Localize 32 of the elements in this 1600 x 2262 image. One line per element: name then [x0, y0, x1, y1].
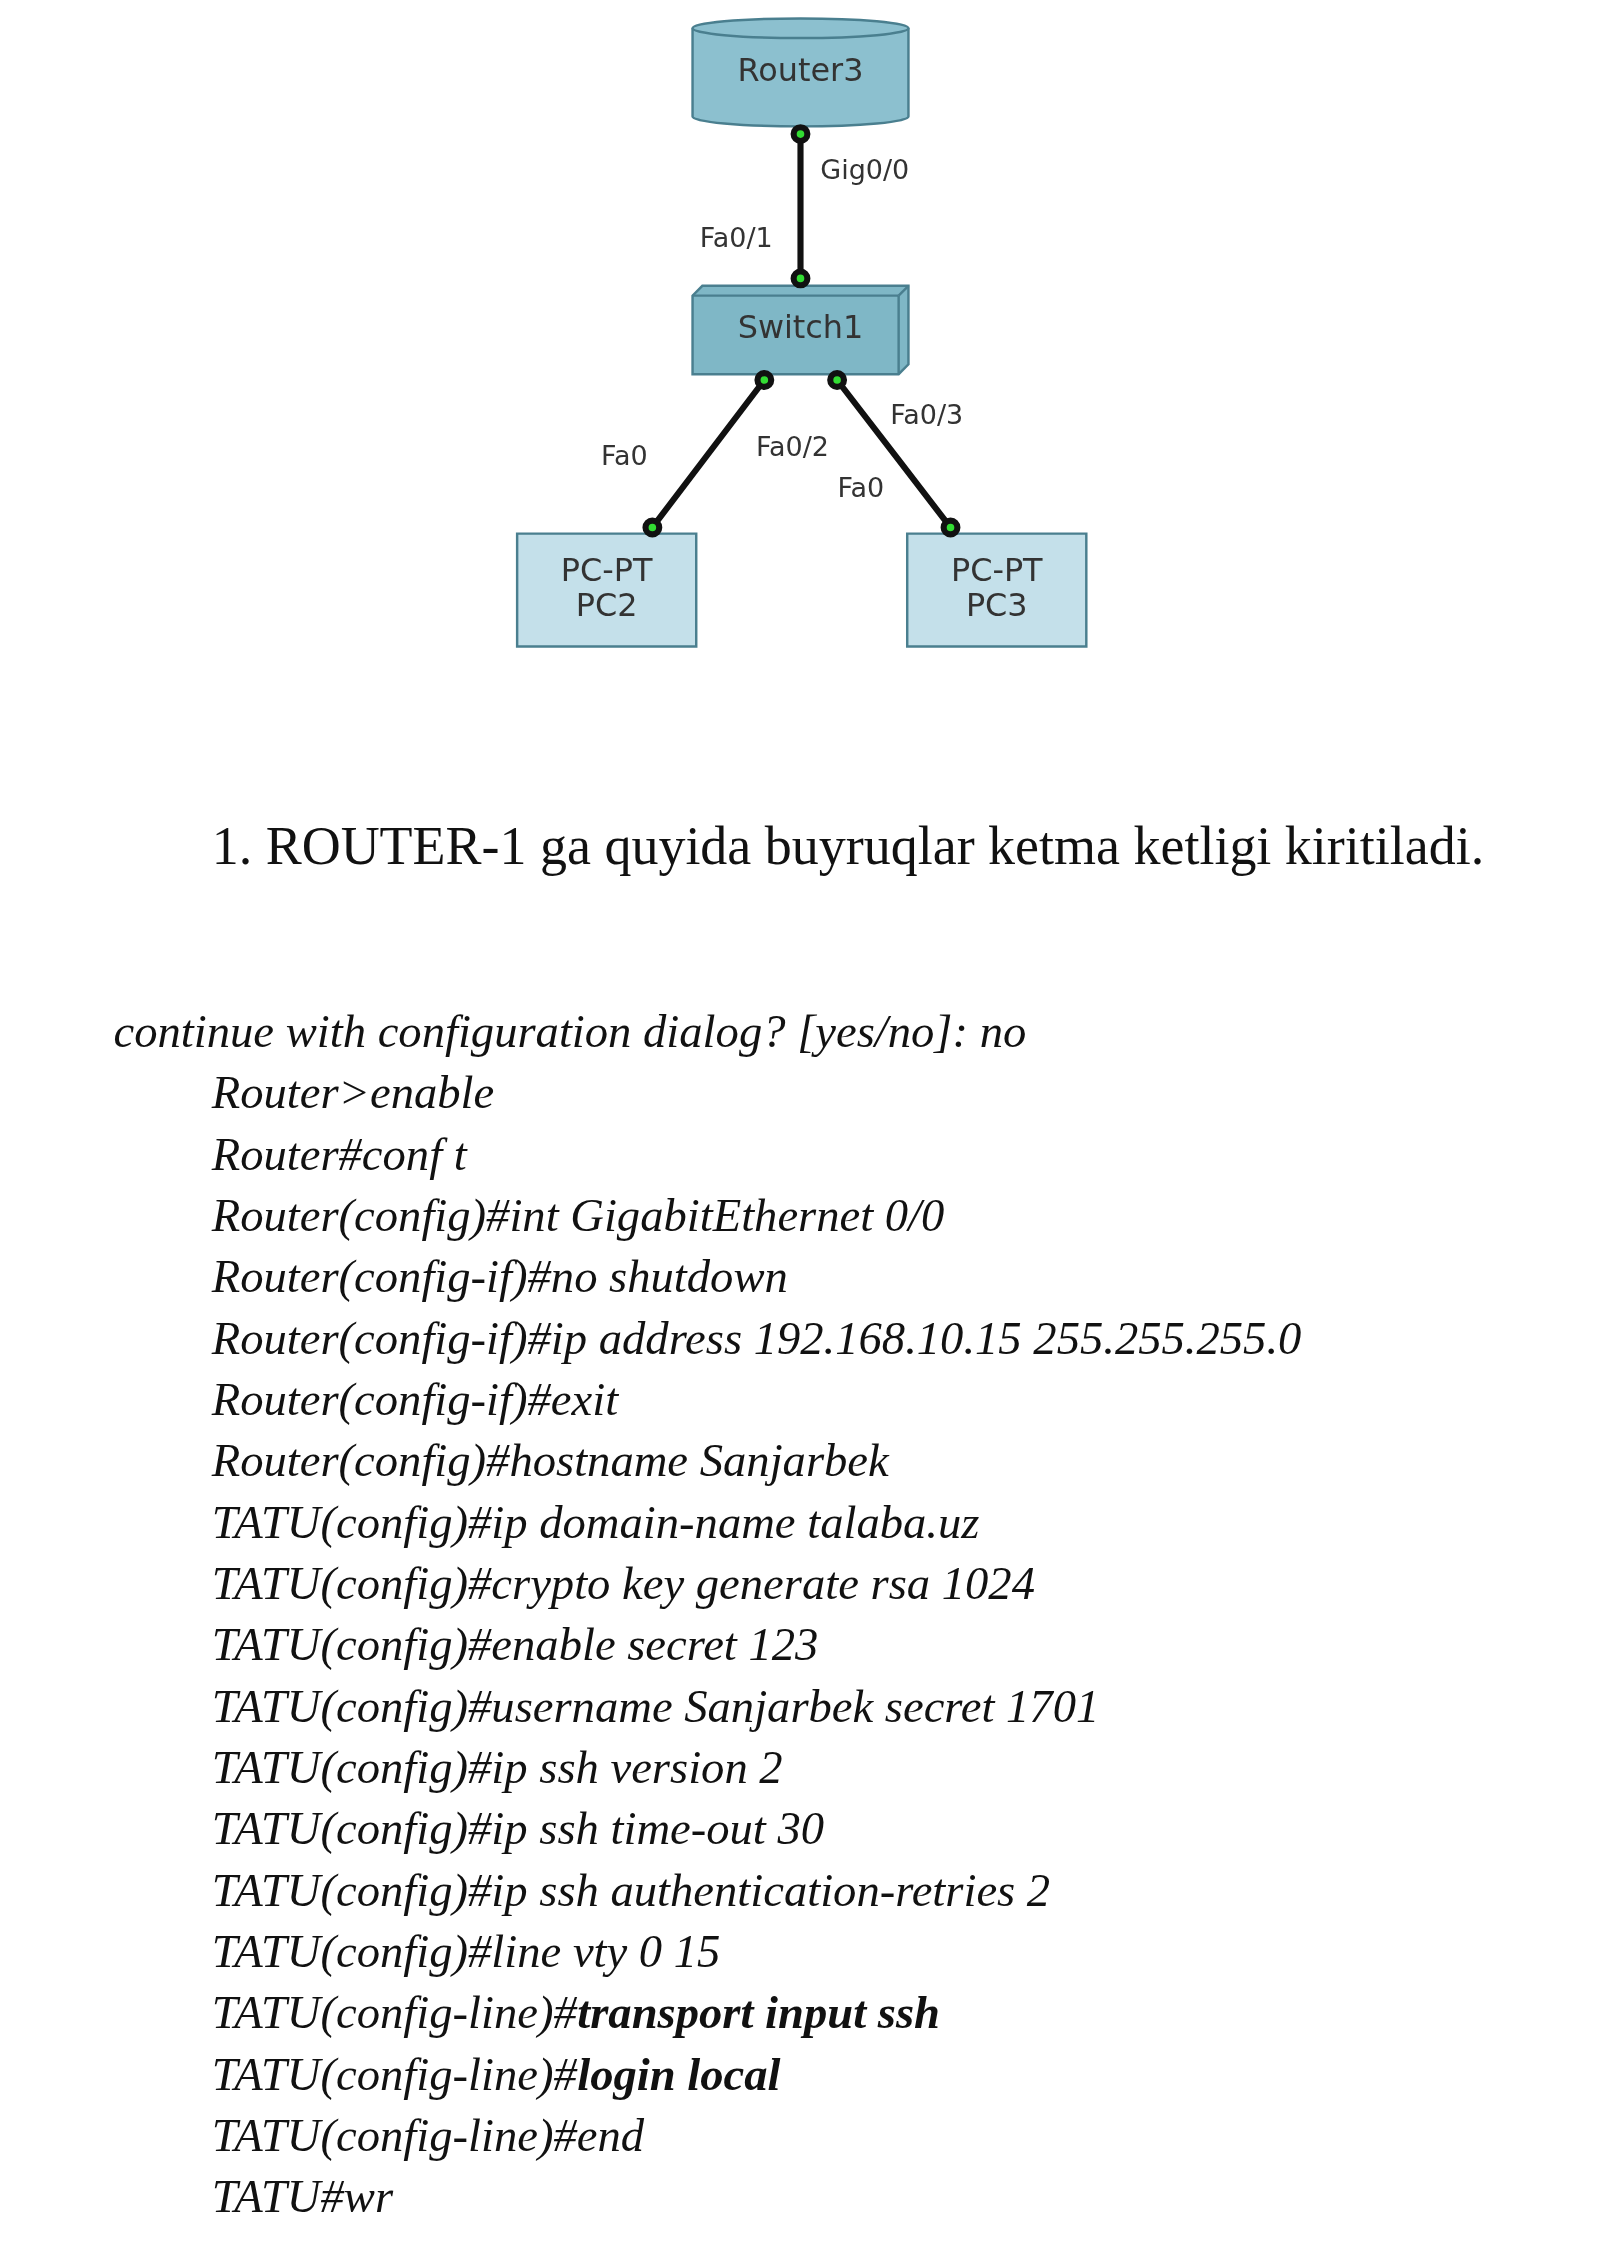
node-label: Fa0 — [837, 472, 884, 504]
node-label: Fa0/3 — [889, 399, 963, 431]
label: TATU(config)#enable secret 123 — [211, 1618, 818, 1671]
connector — [790, 124, 810, 289]
label: Router#conf t — [211, 1127, 467, 1180]
label: continue with configuration dialog? [yes/no]: no — [113, 1004, 1026, 1057]
label: TATU#wr — [211, 2170, 393, 2223]
label: Router(config)#int GigabitEthernet 0/0 — [211, 1188, 944, 1241]
label: 1. ROUTER-1 ga quyida buyruqlar ketma ketligi kiritiladi. — [211, 815, 1484, 876]
node-label: Fa0/2 — [755, 431, 829, 463]
label: TATU(config)#ip ssh time-out 30 — [211, 1802, 824, 1855]
node-box: PC-PT PC2 — [515, 532, 697, 648]
label: TATU(config-line)#transport input ssh — [211, 1986, 940, 2039]
label: TATU(config)#ip domain-name talaba.uz — [211, 1495, 979, 1548]
label: TATU(config)#line vty 0 15 — [211, 1924, 720, 1977]
label: TATU(config)#ip ssh version 2 — [211, 1740, 783, 1793]
label: TATU(config-line)#end — [211, 2108, 644, 2161]
label: Router>enable — [211, 1066, 494, 1119]
node-label: Gig0/0 — [819, 154, 909, 186]
label: TATU(config)#username Sanjarbek secret 1701 — [211, 1679, 1099, 1732]
node-label: Fa0 — [600, 440, 648, 472]
node-label: Fa0/1 — [699, 222, 773, 254]
label: Router(config-if)#ip address 192.168.10.15 255.255.255.0 — [211, 1311, 1301, 1364]
label: Router(config-if)#exit — [211, 1372, 618, 1425]
label: TATU(config)#crypto key generate rsa 1024 — [211, 1556, 1035, 1609]
label: TATU(config-line)#login local — [211, 2047, 781, 2100]
label: TATU(config)#ip ssh authentication-retries 2 — [211, 1863, 1050, 1916]
connector — [826, 370, 960, 538]
label: Router(config)#hostname Sanjarbek — [211, 1434, 889, 1487]
node-box: PC-PT PC3 — [905, 532, 1088, 648]
connector — [641, 370, 774, 538]
label: Router(config-if)#no shutdown — [211, 1250, 788, 1303]
